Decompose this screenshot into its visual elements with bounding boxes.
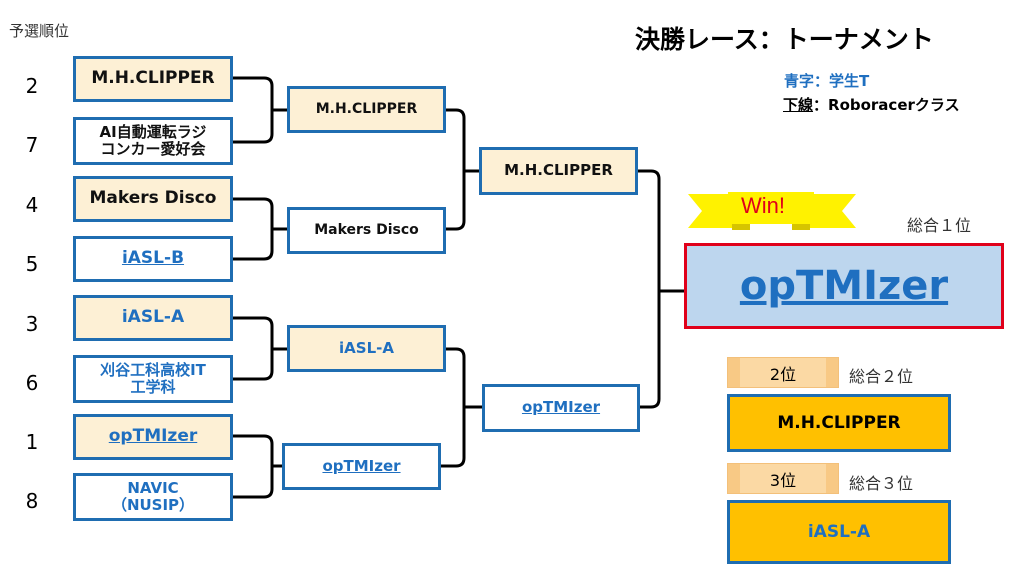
round1-team-box: iASL-B [73,236,233,282]
round2-team-box: opTMIzer [282,443,441,490]
second-place-box: M.H.CLIPPER [727,394,951,452]
seed-number: 6 [25,371,39,395]
team-name: NAVIC （NUSIP） [111,478,195,514]
connector [638,169,661,409]
team-name: iASL-A [121,307,185,328]
team-name: opTMIzer [322,456,401,475]
round2-team-box: iASL-A [287,325,446,372]
round3-team-box: M.H.CLIPPER [479,147,638,195]
connector [233,76,274,144]
team-name: iASL-A [339,338,394,357]
win-banner [688,192,856,230]
win-banner-text: Win! [741,193,785,218]
team-name: opTMIzer [108,426,198,447]
team-name: AI自動運転ラジ コンカー愛好会 [99,122,207,158]
team-name: M.H.CLIPPER [504,161,613,180]
third-place-tab: 3位 [727,463,839,494]
seed-number: 4 [25,193,39,217]
connector [446,108,466,231]
round1-team-box: Makers Disco [73,176,233,222]
team-name: Makers Disco [89,188,217,209]
qualifying-rank-label: 予選順位 [9,22,70,40]
seed-number: 2 [25,74,39,98]
third-place-overall-label: 総合３位 [849,474,914,493]
connector [233,434,274,499]
connector [233,316,274,381]
third-place-box: iASL-A [727,500,951,564]
second-place-tab: 2位 [727,357,839,388]
champion-name: opTMIzer [739,263,949,309]
round1-team-box: iASL-A [73,295,233,341]
team-name: Makers Disco [314,222,419,239]
third-place-name: iASL-A [807,522,871,542]
round1-team-box: opTMIzer [73,414,233,460]
legend-student-team: 青字：学生T [784,72,870,90]
connector [233,197,274,261]
round1-team-box: M.H.CLIPPER [73,56,233,102]
legend-underline-rest: ：Roboracerクラス [813,96,960,114]
round1-team-box: 刈谷工科高校IT 工学科 [73,355,233,403]
seed-number: 7 [25,133,39,157]
seed-number: 8 [25,489,39,513]
second-place-tab-label: 2位 [769,364,797,384]
team-name: M.H.CLIPPER [91,68,215,89]
round1-team-box: AI自動運転ラジ コンカー愛好会 [73,117,233,165]
third-place-tab-label: 3位 [769,470,797,490]
round2-team-box: M.H.CLIPPER [287,86,446,133]
team-name: M.H.CLIPPER [315,101,418,118]
champion-box: opTMIzer [684,243,1004,329]
team-name: iASL-B [121,248,185,269]
team-name: 刈谷工科高校IT 工学科 [100,360,206,396]
first-place-overall-label: 総合１位 [907,216,972,235]
second-place-name: M.H.CLIPPER [777,413,901,433]
legend-underline-key: 下線 [783,96,814,114]
seed-number: 1 [25,430,39,454]
page-title: 決勝レース：トーナメント [635,25,934,54]
seed-number: 5 [25,252,39,276]
round3-team-box: opTMIzer [482,384,640,432]
round2-team-box: Makers Disco [287,207,446,254]
round1-team-box: NAVIC （NUSIP） [73,473,233,521]
team-name: opTMIzer [521,398,601,417]
legend-roboracer-class: 下線：Roboracerクラス [783,94,960,115]
second-place-overall-label: 総合２位 [849,367,914,386]
seed-number: 3 [25,312,39,336]
